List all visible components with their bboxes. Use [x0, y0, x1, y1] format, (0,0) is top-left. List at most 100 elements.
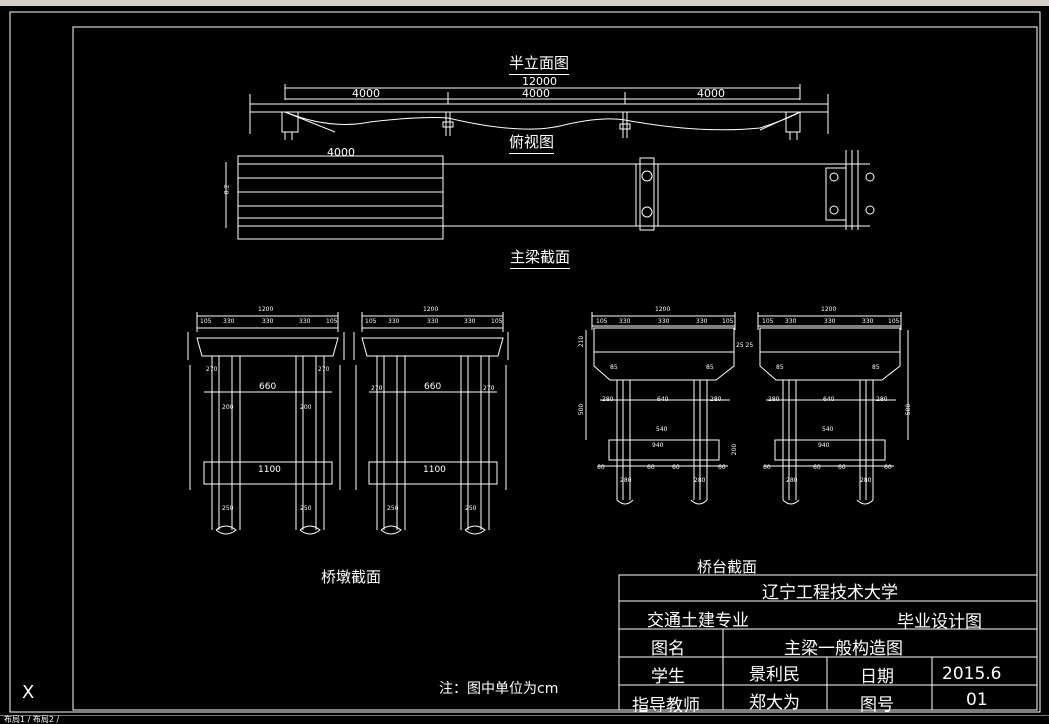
- pier-right-seg-2: 330: [388, 318, 400, 325]
- abut-left-cap-height: 200: [731, 443, 739, 456]
- abut-right-col-dim-left: 280: [768, 396, 780, 403]
- abutment-caption: 桥台截面: [697, 558, 758, 576]
- student-label: 学生: [651, 667, 685, 687]
- elevation-span-3: 4000: [697, 87, 725, 100]
- drawing-name: 主梁一般构造图: [784, 639, 903, 659]
- advisor-label: 指导教师: [632, 696, 700, 716]
- pier-left-seg-2: 330: [223, 318, 235, 325]
- elevation-view: [249, 84, 829, 140]
- pier-left-col-dim-left: 270: [206, 366, 218, 373]
- pier-right-tie-beam: 1100: [423, 465, 446, 475]
- abut-left-chamfer-1: 85: [610, 364, 618, 371]
- pier-left-col-diameter-1: 200: [222, 404, 234, 411]
- abut-right-seg-2: 330: [785, 318, 797, 325]
- abut-left-col-spacing: 640: [657, 396, 669, 403]
- advisor-name: 郑大为: [749, 693, 800, 713]
- pier-left-pile-dim-2: 250: [300, 505, 312, 512]
- pier-right-total-width: 1200: [423, 306, 439, 313]
- plan-width: 8.2: [223, 184, 231, 195]
- pier-right-pile-dim-1: 250: [387, 505, 399, 512]
- abut-right-chamfer-2: 85: [872, 364, 880, 371]
- layout-tabs-bar[interactable]: 布局1 / 布局2 /: [0, 715, 1049, 724]
- abut-left-inner-dim: 540: [656, 426, 668, 433]
- pier-right-seg-3: 330: [427, 318, 439, 325]
- pier-left-seg-5: 105: [326, 318, 338, 325]
- pier-left-seg-3: 330: [262, 318, 274, 325]
- pier-left-seg-4: 330: [299, 318, 311, 325]
- plan-span: 4000: [327, 146, 355, 159]
- abut-left-total-width: 1200: [655, 306, 671, 313]
- number-value: 01: [966, 690, 988, 710]
- design-type: 毕业设计图: [897, 612, 982, 632]
- abut-right-cap-width: 940: [818, 442, 830, 449]
- abut-left-chamfer-2: 85: [706, 364, 714, 371]
- units-note: 注：图中单位为cm: [439, 681, 559, 697]
- girder-title: 主梁截面: [510, 246, 571, 269]
- plan-title: 俯视图: [509, 131, 555, 154]
- layout-tabs-text[interactable]: 布局1 / 布局2 /: [4, 715, 60, 724]
- title-block-grid: [618, 574, 1038, 711]
- abut-left-seg-1: 105: [596, 318, 608, 325]
- student-name: 景利民: [749, 665, 800, 685]
- abut-left-pile-dim-1: 280: [620, 477, 632, 484]
- pier-right-col-dim-right: 270: [483, 385, 495, 392]
- window-top-bar: [0, 0, 1049, 6]
- abut-right-col-height: 500: [905, 403, 913, 416]
- abut-right-col-spacing: 640: [823, 396, 835, 403]
- abut-left-pile-dim-2: 280: [694, 477, 706, 484]
- abut-left-col-dim-left: 280: [602, 396, 614, 403]
- major-name: 交通土建专业: [647, 611, 749, 631]
- pier-right-seg-4: 330: [464, 318, 476, 325]
- pier-caption: 桥墩截面: [321, 568, 382, 586]
- elevation-total-span: 12000: [522, 75, 557, 88]
- abut-left-col-dim-right: 280: [710, 396, 722, 403]
- drawing-inner-frame: [72, 26, 1038, 711]
- pier-left-tie-beam: 1100: [258, 465, 281, 475]
- abut-left-cap-width: 940: [652, 442, 664, 449]
- elevation-span-2: 4000: [522, 87, 550, 100]
- abut-right-edge-4: 60: [884, 464, 892, 471]
- abut-left-edge-3: 60: [672, 464, 680, 471]
- abut-left-col-height: 500: [578, 403, 586, 416]
- abut-right-seg-5: 105: [888, 318, 900, 325]
- pier-right-pile-dim-2: 250: [465, 505, 477, 512]
- abut-right-pile-dim-2: 280: [860, 477, 872, 484]
- abut-right-pile-dim-1: 280: [786, 477, 798, 484]
- pier-right-col-dim-left: 270: [371, 385, 383, 392]
- pier-right-col-spacing: 660: [424, 382, 442, 392]
- drawing-name-label: 图名: [651, 639, 685, 659]
- abut-left-edge-2: 60: [647, 464, 655, 471]
- abut-left-edge-1: 60: [597, 464, 605, 471]
- pier-section-right: [353, 312, 509, 535]
- number-label: 图号: [860, 695, 894, 715]
- pier-right-seg-5: 105: [491, 318, 503, 325]
- abutment-section-right: [757, 312, 909, 505]
- abut-left-seg-3: 330: [658, 318, 670, 325]
- pier-left-col-spacing: 660: [259, 382, 277, 392]
- abut-right-edge-2: 60: [813, 464, 821, 471]
- plan-view: [225, 150, 875, 240]
- pier-left-total-width: 1200: [258, 306, 274, 313]
- abut-left-edge-4: 60: [718, 464, 726, 471]
- abut-right-edge-3: 60: [838, 464, 846, 471]
- pier-left-seg-1: 105: [200, 318, 212, 325]
- elevation-span-1: 4000: [352, 87, 380, 100]
- abut-right-col-dim-right: 280: [876, 396, 888, 403]
- axis-x-label: X: [22, 682, 35, 703]
- abut-left-seg-4: 330: [696, 318, 708, 325]
- elevation-title: 半立面图: [509, 52, 570, 75]
- drawing-outer-frame: [9, 11, 1041, 713]
- abut-left-seg-2: 330: [619, 318, 631, 325]
- abut-right-chamfer-1: 85: [776, 364, 784, 371]
- abut-left-top-height: 210: [578, 335, 586, 348]
- pier-left-col-dim-right: 270: [318, 366, 330, 373]
- abut-right-seg-1: 105: [762, 318, 774, 325]
- pier-right-seg-1: 105: [365, 318, 377, 325]
- abut-gap: 25 25: [736, 342, 754, 349]
- date-label: 日期: [860, 667, 894, 687]
- abut-right-edge-1: 60: [763, 464, 771, 471]
- abut-right-seg-3: 330: [824, 318, 836, 325]
- pier-section-left: [187, 312, 345, 535]
- abutment-section-left: [585, 312, 736, 505]
